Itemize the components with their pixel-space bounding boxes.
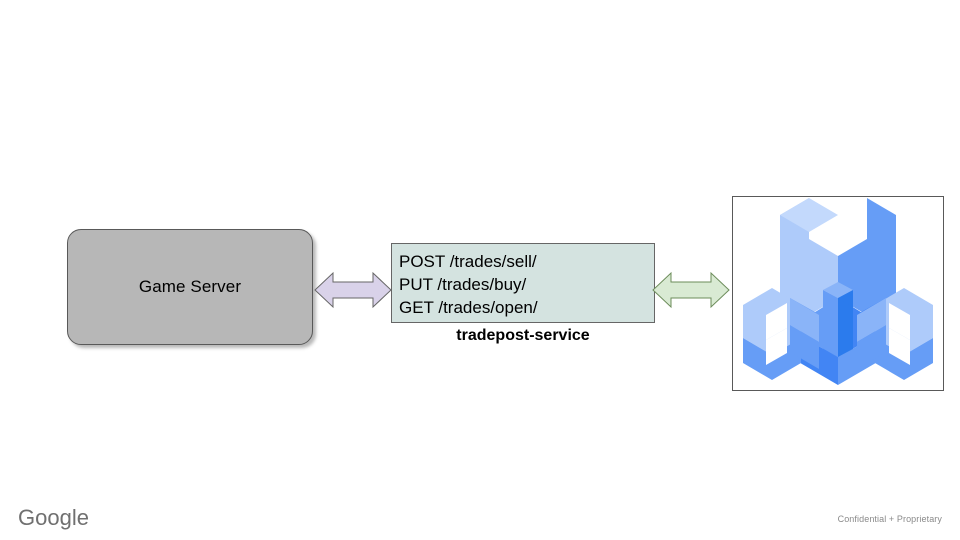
logo-frame bbox=[732, 196, 944, 391]
endpoint-line-get: GET /trades/open/ bbox=[399, 298, 538, 317]
double-headed-arrow-icon bbox=[314, 271, 392, 309]
tradepost-service-node[interactable]: POST /trades/sell/ PUT /trades/buy/ GET … bbox=[391, 243, 655, 344]
connector-game-server-to-tradepost[interactable] bbox=[314, 269, 392, 311]
game-server-label: Game Server bbox=[138, 276, 242, 296]
isometric-tri-wrench-icon bbox=[743, 198, 933, 385]
connector-tradepost-to-logo[interactable] bbox=[652, 269, 730, 311]
double-headed-arrow-icon bbox=[652, 271, 730, 309]
endpoint-line-post: POST /trades/sell/ bbox=[399, 252, 537, 271]
google-wordmark: Google bbox=[18, 505, 89, 530]
game-server-node[interactable]: Game Server bbox=[67, 229, 313, 345]
confidentiality-note: Confidential + Proprietary bbox=[837, 514, 942, 524]
tradepost-service-caption: tradepost-service bbox=[456, 327, 590, 344]
endpoint-line-put: PUT /trades/buy/ bbox=[399, 275, 527, 294]
tradepost-service-box: POST /trades/sell/ PUT /trades/buy/ GET … bbox=[391, 243, 655, 323]
